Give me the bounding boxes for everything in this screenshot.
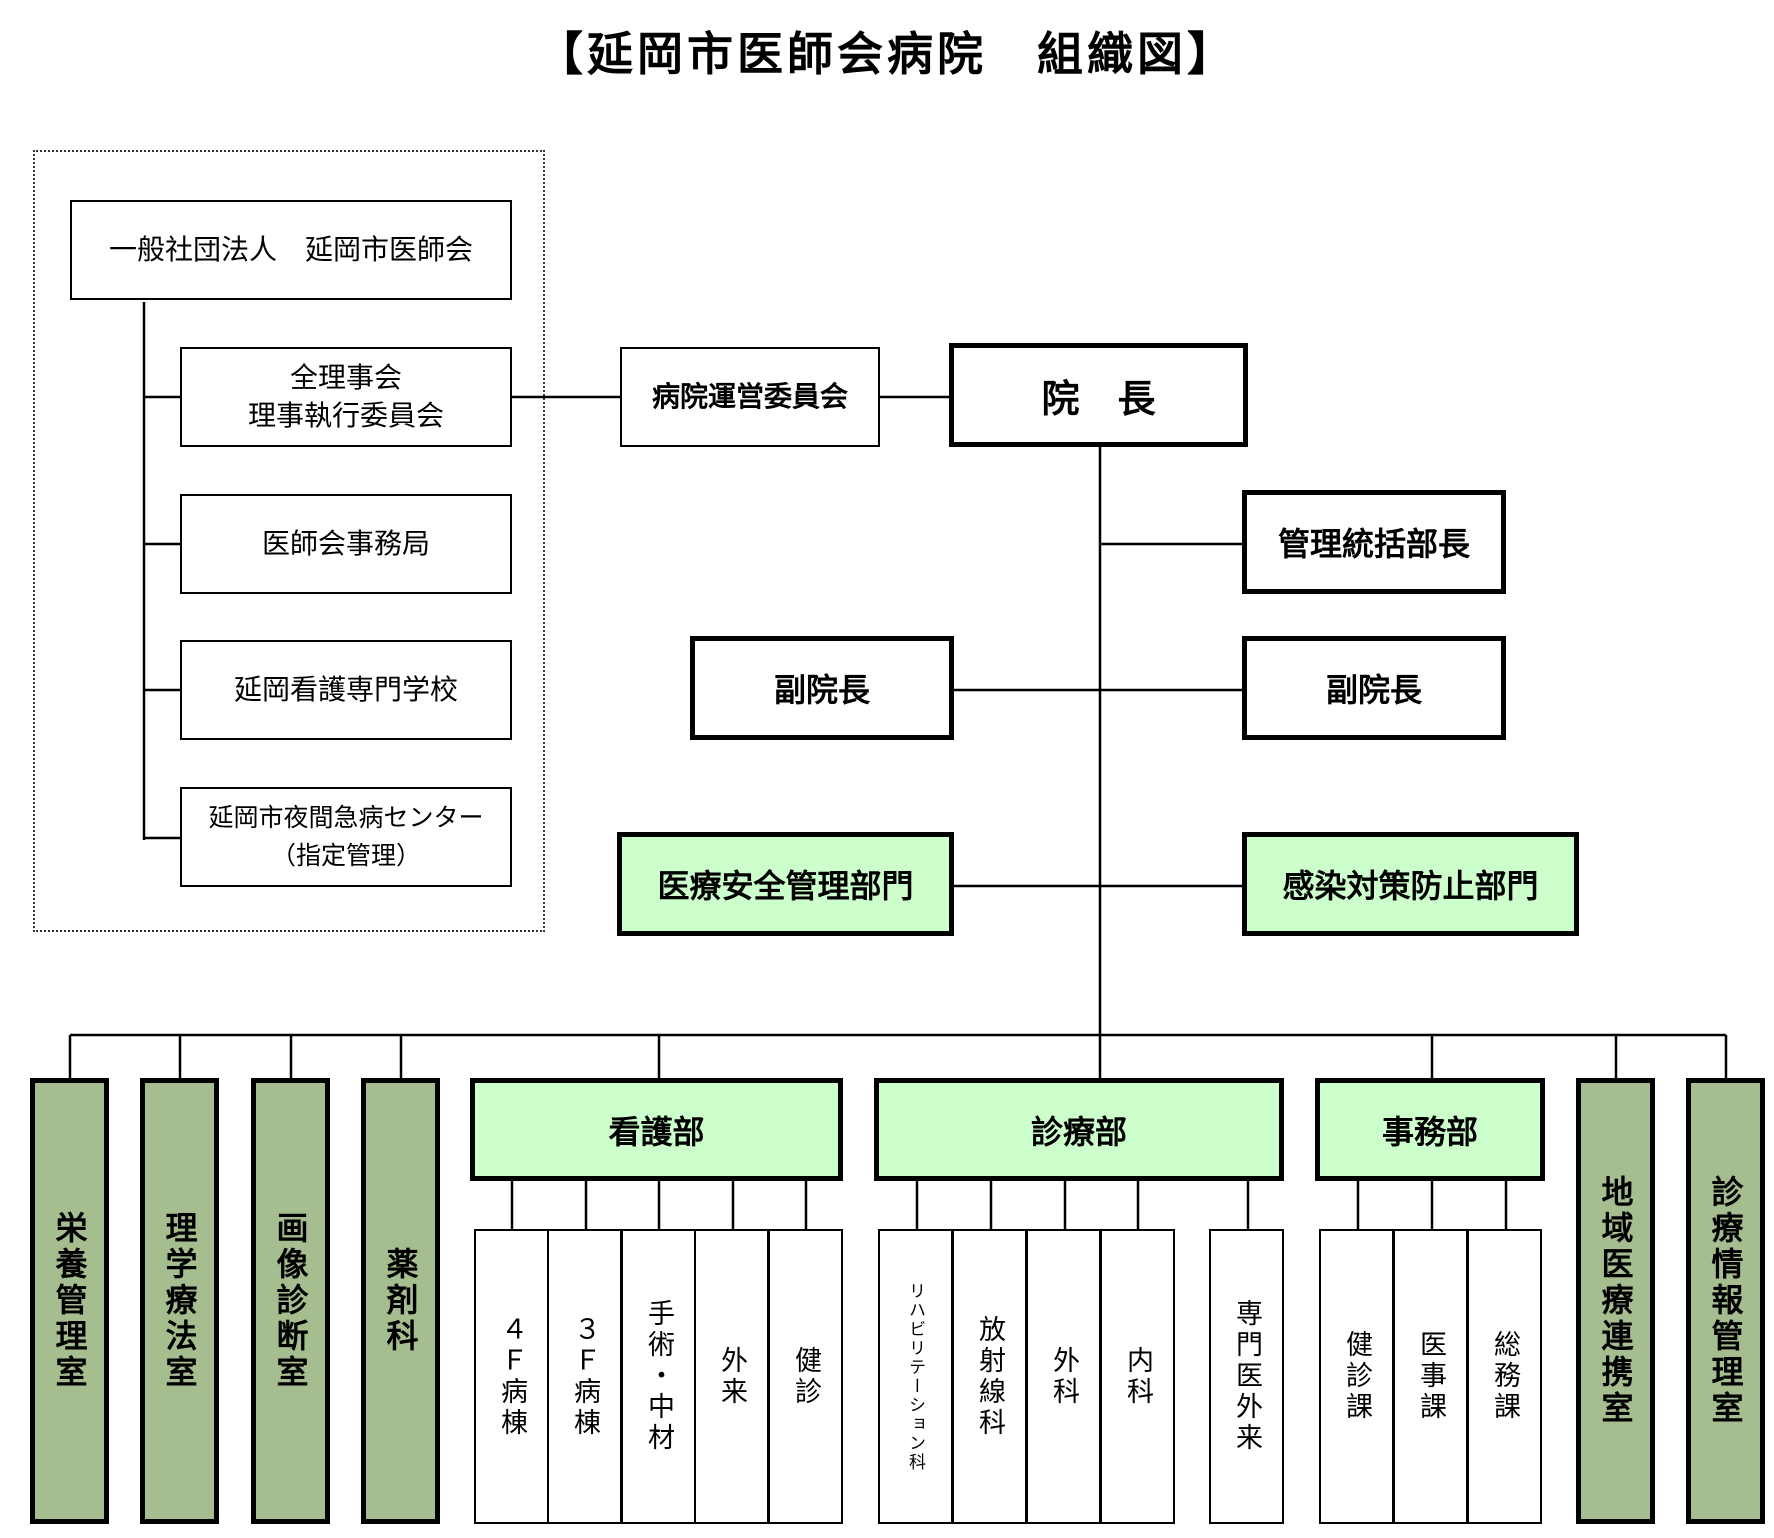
director-box: 院 長 (949, 343, 1248, 447)
regional-liaison-box: 地域医療連携室 (1576, 1078, 1655, 1524)
admin-unit-checkup: 健診課 (1319, 1229, 1394, 1524)
physio-unit-label: 理学療法室 (160, 1211, 199, 1391)
medical-unit-radiology-label: 放射線科 (974, 1314, 1005, 1439)
vice-director-left-box: 副院長 (690, 636, 954, 740)
infection-dept-box: 感染対策防止部門 (1242, 832, 1579, 936)
safety-dept-box: 医療安全管理部門 (617, 832, 954, 936)
director-label: 院 長 (1041, 376, 1156, 421)
regional-liaison-label: 地域医療連携室 (1596, 1175, 1635, 1427)
general-manager-box: 管理統括部長 (1242, 490, 1506, 594)
nursing-unit-3f: ３Ｆ病棟 (547, 1229, 622, 1524)
nursing-unit-3f-label: ３Ｆ病棟 (569, 1314, 600, 1439)
night-clinic-box: 延岡市夜間急病センター （指定管理） (180, 787, 512, 887)
vice-director-right-box: 副院長 (1242, 636, 1506, 740)
medical-unit-specialist-label: 専門医外来 (1231, 1299, 1262, 1454)
committee-box: 病院運営委員会 (620, 347, 880, 447)
nursing-unit-surgery: 手術・中材 (621, 1229, 696, 1524)
admin-unit-medical-affairs-label: 医事課 (1415, 1330, 1446, 1423)
association-name: 一般社団法人 延岡市医師会 (108, 233, 473, 266)
secretariat-box: 医師会事務局 (180, 494, 512, 594)
physio-unit-box: 理学療法室 (140, 1078, 219, 1524)
safety-dept-label: 医療安全管理部門 (657, 867, 914, 905)
medical-unit-radiology: 放射線科 (952, 1229, 1027, 1524)
medical-records-label: 診療情報管理室 (1706, 1175, 1745, 1427)
page-title: 【延岡市医師会病院 組織図】 (537, 27, 1237, 81)
board-line2: 理事執行委員会 (247, 399, 444, 432)
medical-unit-internal: 内科 (1100, 1229, 1175, 1524)
medical-dept-label: 診療部 (1030, 1112, 1127, 1151)
nursing-unit-4f-label: ４Ｆ病棟 (496, 1314, 527, 1439)
medical-unit-surgery: 外科 (1026, 1229, 1101, 1524)
admin-dept-box: 事務部 (1315, 1078, 1545, 1181)
nursing-unit-checkup-label: 健診 (790, 1345, 821, 1408)
infection-dept-label: 感染対策防止部門 (1282, 867, 1539, 905)
medical-records-box: 診療情報管理室 (1686, 1078, 1765, 1524)
medical-unit-surgery-label: 外科 (1048, 1345, 1079, 1408)
nursing-dept-box: 看護部 (470, 1078, 843, 1181)
imaging-unit-box: 画像診断室 (251, 1078, 330, 1524)
admin-unit-medical-affairs: 医事課 (1393, 1229, 1468, 1524)
admin-unit-general-affairs-label: 総務課 (1489, 1330, 1520, 1423)
association-box: 一般社団法人 延岡市医師会 (70, 200, 512, 300)
general-manager-label: 管理統括部長 (1277, 525, 1470, 563)
nutrition-unit-label: 栄養管理室 (50, 1211, 89, 1391)
nursing-unit-surgery-label: 手術・中材 (643, 1299, 674, 1454)
nursing-school-box: 延岡看護専門学校 (180, 640, 512, 740)
pharmacy-unit-label: 薬剤科 (381, 1247, 420, 1355)
nursing-unit-checkup: 健診 (768, 1229, 843, 1524)
medical-unit-rehab: リハビリテーション科 (878, 1229, 953, 1524)
imaging-unit-label: 画像診断室 (271, 1211, 310, 1391)
medical-unit-specialist: 専門医外来 (1209, 1229, 1284, 1524)
medical-dept-box: 診療部 (874, 1078, 1284, 1181)
vice-director-left-label: 副院長 (773, 671, 870, 709)
admin-dept-label: 事務部 (1381, 1112, 1478, 1151)
admin-unit-checkup-label: 健診課 (1341, 1330, 1372, 1423)
medical-unit-internal-label: 内科 (1122, 1345, 1153, 1408)
board-line1: 全理事会 (289, 361, 402, 394)
admin-unit-general-affairs: 総務課 (1467, 1229, 1542, 1524)
nutrition-unit-box: 栄養管理室 (30, 1078, 109, 1524)
vice-director-right-label: 副院長 (1325, 671, 1422, 709)
medical-unit-rehab-label: リハビリテーション科 (905, 1281, 925, 1472)
board-box: 全理事会 理事執行委員会 (180, 347, 512, 447)
secretariat-label: 医師会事務局 (261, 527, 430, 560)
nursing-unit-4f: ４Ｆ病棟 (474, 1229, 549, 1524)
night-clinic-line1: 延岡市夜間急病センター (208, 803, 484, 832)
nursing-unit-outpatient: 外来 (694, 1229, 769, 1524)
committee-label: 病院運営委員会 (651, 380, 848, 413)
pharmacy-unit-box: 薬剤科 (361, 1078, 440, 1524)
association-group (33, 150, 545, 932)
nursing-unit-outpatient-label: 外来 (716, 1345, 747, 1408)
night-clinic-line2: （指定管理） (270, 841, 421, 870)
nursing-school-label: 延岡看護専門学校 (233, 673, 458, 706)
nursing-dept-label: 看護部 (608, 1112, 705, 1151)
